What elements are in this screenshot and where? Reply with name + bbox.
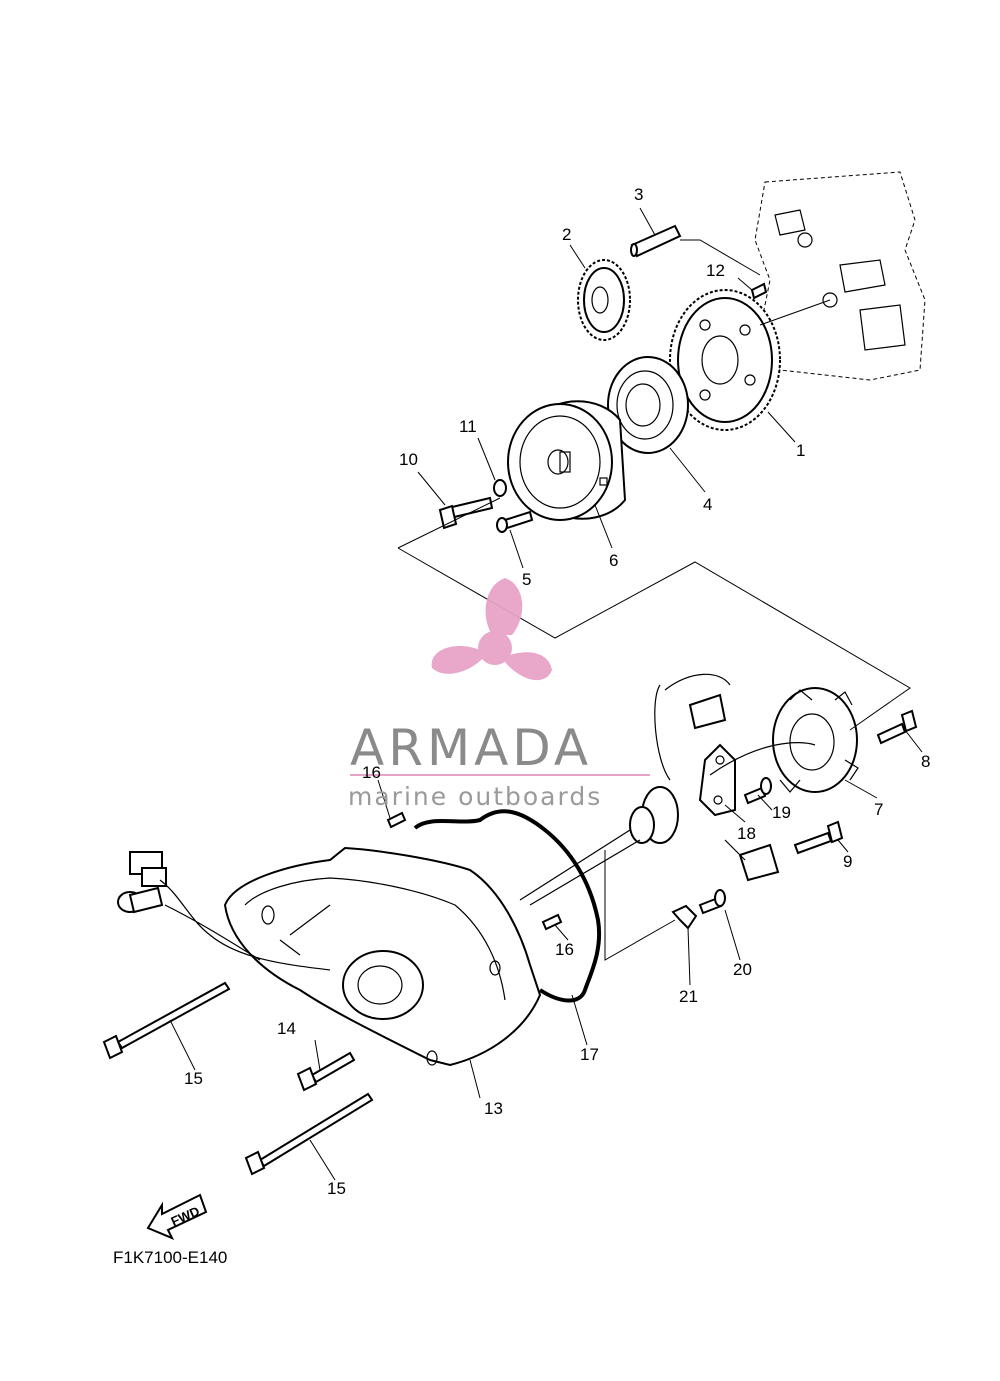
dowel-pin-upper: [386, 811, 407, 829]
callout-9: 9: [843, 852, 852, 871]
stator-bolt: [876, 709, 918, 745]
pulser-bolt: [743, 777, 772, 805]
callout-4: 4: [703, 495, 712, 514]
callout-21: 21: [679, 987, 698, 1006]
flywheel-bolt: [438, 496, 494, 530]
callout-13: 13: [484, 1099, 503, 1118]
callout-15a: 15: [184, 1069, 203, 1088]
callout-15b: 15: [327, 1179, 346, 1198]
callout-2: 2: [562, 225, 571, 244]
watermark-brand: ARMADA: [350, 719, 592, 777]
callout-19: 19: [772, 803, 791, 822]
clamp-bolt: [698, 889, 726, 915]
callout-16a: 16: [362, 763, 381, 782]
fwd-arrow-icon: FWD: [146, 1193, 208, 1240]
callout-11: 11: [459, 417, 477, 436]
pulser-coil: [654, 673, 816, 882]
large-gear: [669, 289, 781, 431]
watermark-logo: [431, 578, 552, 681]
callout-5: 5: [522, 570, 531, 589]
clamp: [671, 904, 698, 930]
bolt: [793, 820, 844, 855]
callout-10: 10: [399, 450, 418, 469]
long-bolt-lower: [244, 1092, 374, 1176]
screw: [496, 510, 534, 533]
callout-16b: 16: [555, 940, 574, 959]
one-way-clutch: [607, 356, 689, 454]
callout-7: 7: [874, 800, 883, 819]
washer: [493, 479, 507, 497]
callout-17: 17: [580, 1045, 599, 1064]
cover-bolt: [296, 1051, 356, 1092]
long-bolt-upper: [102, 981, 231, 1060]
shaft: [630, 224, 682, 258]
watermark-tagline: marine outboards: [348, 782, 602, 811]
engine-block-outline: [754, 171, 926, 381]
callout-3: 3: [634, 185, 643, 204]
callout-12: 12: [706, 261, 725, 280]
wire-connectors: [117, 851, 331, 971]
flywheel-rotor: [507, 400, 627, 521]
wire-grommet: [519, 786, 679, 906]
callout-1: 1: [796, 441, 805, 460]
stator-coil: [772, 687, 859, 793]
callout-labels: 1 2 3 4 5 6 7 8 9 10 11 12 13 14 15 15 1…: [184, 185, 930, 1198]
woodruff-key: [750, 282, 768, 300]
gasket: [413, 809, 602, 1003]
callout-20: 20: [733, 960, 752, 979]
dowel-pin-lower: [541, 913, 563, 931]
callout-14: 14: [277, 1019, 296, 1038]
diagram-code: F1K7100-E140: [113, 1248, 227, 1267]
small-gear: [577, 259, 631, 341]
callout-8: 8: [921, 752, 930, 771]
generator-cover: [223, 846, 542, 1067]
callout-6: 6: [609, 551, 618, 570]
callout-18: 18: [737, 824, 756, 843]
